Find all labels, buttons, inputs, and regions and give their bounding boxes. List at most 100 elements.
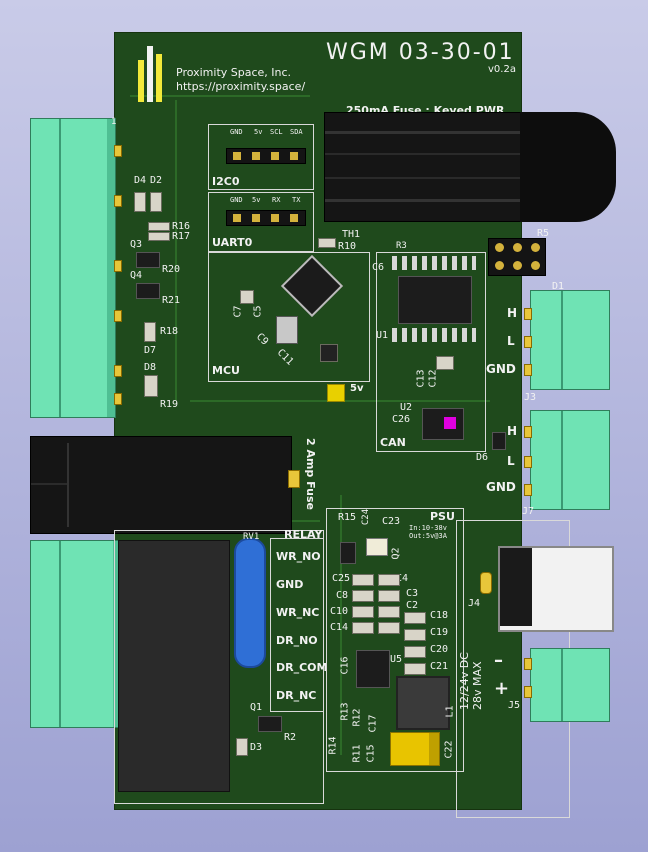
fuse-holder-2amp (30, 436, 292, 534)
relay-label: RELAY (284, 528, 323, 541)
ref-r12: R12 (351, 708, 363, 727)
ref-c21: C21 (430, 661, 449, 672)
ref-c3: C3 (406, 588, 419, 599)
ref-l1: L1 (444, 705, 456, 718)
j3-label-h: H (507, 306, 518, 320)
ref-r18: R18 (160, 326, 179, 337)
psu-sensor (366, 538, 388, 556)
trace (340, 495, 342, 755)
diode-d3 (236, 738, 248, 756)
ref-r5: R5 (537, 228, 550, 239)
ref-d8: D8 (144, 362, 157, 373)
ref-c20: C20 (430, 644, 449, 655)
ref-c6: C6 (372, 262, 385, 273)
resistor-r18 (144, 322, 156, 342)
relay-pin-dr-com: DR_COM (276, 661, 328, 674)
terminal-j7 (530, 410, 610, 510)
ref-d6: D6 (476, 452, 489, 463)
uart-label: UART0 (212, 236, 253, 249)
can-chip-u2 (422, 408, 464, 440)
j3-label-gnd: GND (486, 362, 516, 376)
mcu-label: MCU (212, 364, 240, 377)
ref-r15: R15 (338, 512, 357, 523)
psu-q (340, 542, 356, 564)
diode-d8 (144, 375, 158, 397)
fuse-cap-top[interactable] (520, 112, 616, 222)
ref-c18: C18 (430, 610, 449, 621)
ref-r2: R2 (284, 732, 297, 743)
ref-c16: C16 (339, 656, 351, 675)
company-url: https://proximity.space/ (176, 80, 306, 93)
ref-c26: C26 (392, 414, 411, 425)
power-plus-label: + (494, 678, 510, 699)
ref-c7: C7 (232, 305, 244, 318)
uart-section (208, 192, 314, 252)
i2c-label: I2C0 (212, 175, 240, 188)
j7-label-l: L (507, 454, 515, 468)
ref-c14: C14 (330, 622, 349, 633)
test-pad-5v[interactable] (327, 384, 345, 402)
capacitor-c22 (390, 732, 440, 766)
ref-c4: C4 (396, 573, 409, 584)
terminal-pins-left (114, 140, 122, 410)
power-minus-label: – (494, 650, 503, 671)
ref-c22: C22 (443, 740, 455, 759)
uart-pin-1: 5v (252, 196, 261, 204)
capacitor-c7 (240, 290, 254, 304)
i2c-pin-2: SCL (270, 128, 283, 136)
j7-label-gnd: GND (486, 480, 516, 494)
thermistor-th1 (318, 238, 336, 248)
j3-pin-l (524, 336, 532, 348)
j5-pin-plus (524, 686, 532, 698)
varistor-rv1 (234, 538, 266, 668)
pin-header-2x3[interactable] (488, 238, 546, 276)
ref-j1: 1 (111, 117, 117, 127)
i2c-header[interactable] (226, 148, 306, 164)
mcu-small-ic (320, 344, 338, 362)
ref-r17: R17 (172, 231, 191, 242)
ref-r16: R16 (172, 221, 191, 232)
ref-q3: Q3 (130, 239, 143, 250)
fuse-holder-top (324, 112, 526, 222)
psu-regulator-u5 (356, 650, 390, 688)
trace (175, 100, 177, 400)
board-title: WGM 03-30-01 (326, 40, 515, 65)
ref-c2: C2 (406, 600, 419, 611)
psu-capacitor-array (352, 574, 400, 634)
psu-capacitor-column (404, 612, 426, 675)
j7-pin-l (524, 456, 532, 468)
psu-spec: In:10-38v Out:5v@3A (409, 524, 447, 540)
ref-c15: C15 (365, 744, 377, 763)
inductor-l1 (396, 676, 450, 730)
relay-pin-gnd: GND (276, 578, 304, 591)
ref-r11: R11 (351, 744, 363, 763)
terminal-block-left-top (30, 118, 116, 418)
relay-pin-wr-no: WR_NO (276, 550, 321, 563)
j5-pin-minus (524, 658, 532, 670)
diode-d2 (150, 192, 162, 212)
ref-r21: R21 (162, 295, 181, 306)
board-version: v0.2a (488, 64, 516, 75)
psu-label: PSU (430, 510, 455, 523)
ref-j4: J4 (468, 598, 481, 609)
uart-pin-0: GND (230, 196, 243, 204)
fuse-2amp-pin (288, 470, 300, 488)
ref-u1: U1 (376, 330, 389, 341)
dc-jack-j4[interactable] (498, 546, 614, 632)
ref-u5: U5 (390, 654, 403, 665)
j3-pin-h (524, 308, 532, 320)
uart-header[interactable] (226, 210, 306, 226)
relay-pin-box (270, 538, 324, 712)
i2c-pin-1: 5v (254, 128, 263, 136)
ref-rv1: RV1 (243, 532, 260, 542)
uart-pin-3: TX (292, 196, 301, 204)
j7-label-h: H (507, 424, 518, 438)
mcu-section (208, 252, 370, 382)
i2c-pin-3: SDA (290, 128, 303, 136)
can-label: CAN (380, 436, 406, 449)
ref-d4: D4 (134, 175, 147, 186)
ref-th1: TH1 (342, 229, 361, 240)
j3-label-l: L (507, 334, 515, 348)
terminal-j3 (530, 290, 610, 390)
power-input-label: 12/24v DC 28v MAX (458, 652, 484, 710)
